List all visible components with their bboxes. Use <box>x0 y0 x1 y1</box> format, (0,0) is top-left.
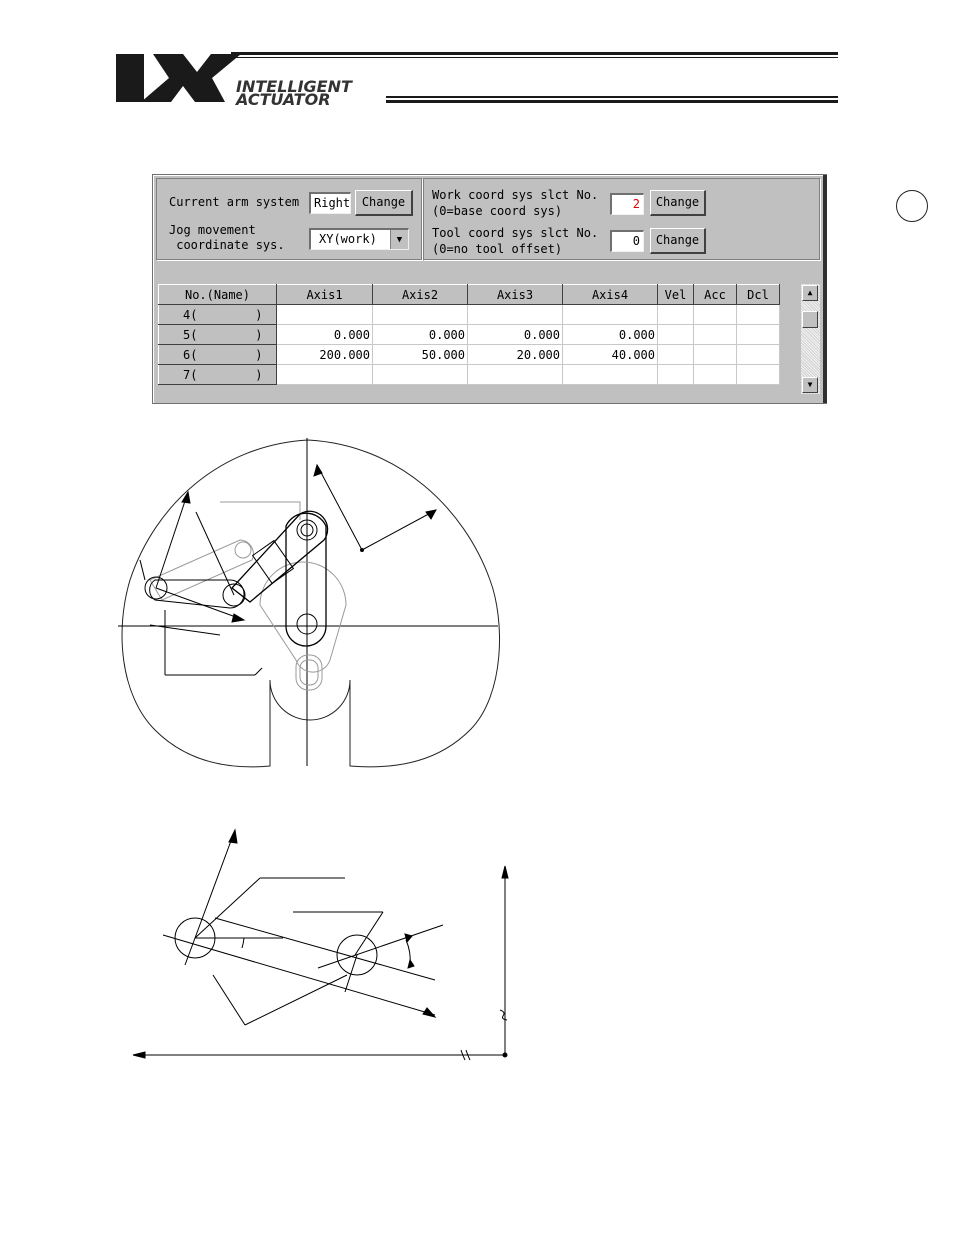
table-cell[interactable] <box>372 304 468 325</box>
table-cell[interactable] <box>657 344 694 365</box>
table-cell[interactable]: 0.000 <box>467 324 563 345</box>
row-header[interactable]: 7( ) <box>158 364 277 385</box>
row-header[interactable]: 5( ) <box>158 324 277 345</box>
tool-coord-change-button[interactable]: Change <box>650 228 706 254</box>
column-header-dcl[interactable]: Dcl <box>736 284 780 305</box>
tool-offset-diagram <box>132 828 509 1061</box>
jog-coordinate-value: XY(work) <box>319 232 377 246</box>
arrow-up-icon[interactable]: ▲ <box>802 285 818 301</box>
work-coord-label: Work coord sys slct No. <box>432 188 599 202</box>
table-cell[interactable] <box>467 304 563 325</box>
table-cell[interactable] <box>693 304 737 325</box>
work-coord-field[interactable]: 2 <box>610 193 644 215</box>
table-cell[interactable]: 200.000 <box>276 344 373 365</box>
column-header-axis4[interactable]: Axis4 <box>562 284 658 305</box>
jog-coordinate-select[interactable]: XY(work) ▼ <box>309 228 409 250</box>
table-cell[interactable] <box>736 364 780 385</box>
table-cell[interactable] <box>276 304 373 325</box>
table-cell[interactable]: 50.000 <box>372 344 468 365</box>
table-cell[interactable]: 40.000 <box>562 344 658 365</box>
column-header-axis2[interactable]: Axis2 <box>372 284 468 305</box>
table-cell[interactable]: 0.000 <box>562 324 658 345</box>
table-row: 7( ) <box>158 364 780 385</box>
column-header-acc[interactable]: Acc <box>693 284 737 305</box>
table-cell[interactable] <box>372 364 468 385</box>
column-header-no[interactable]: No.(Name) <box>158 284 277 305</box>
table-cell[interactable]: 0.000 <box>276 324 373 345</box>
column-header-axis1[interactable]: Axis1 <box>276 284 373 305</box>
table-cell[interactable] <box>736 344 780 365</box>
table-cell[interactable] <box>562 304 658 325</box>
table-row: 4( ) <box>158 304 780 325</box>
brand-name-line1: INTELLIGENT <box>236 77 352 96</box>
intelligent-actuator-logo: INTELLIGENT ACTUATOR <box>116 52 838 109</box>
table-cell[interactable] <box>693 344 737 365</box>
table-scrollbar[interactable]: ▲ ▼ <box>800 284 820 394</box>
row-header[interactable]: 6( ) <box>158 344 277 365</box>
table-row: 6( ) 200.000 50.000 20.000 40.000 <box>158 344 780 365</box>
table-cell[interactable] <box>276 364 373 385</box>
table-cell[interactable]: 20.000 <box>467 344 563 365</box>
table-cell[interactable] <box>562 364 658 385</box>
tool-coord-hint: (0=no tool offset) <box>432 242 563 256</box>
current-arm-system-label: Current arm system <box>169 195 300 209</box>
table-cell[interactable] <box>693 364 737 385</box>
table-cell[interactable] <box>693 324 737 345</box>
brand-name-line2: ACTUATOR <box>236 90 331 109</box>
tool-coord-label: Tool coord sys slct No. <box>432 226 599 240</box>
panel-shadow-edge <box>823 175 827 403</box>
table-cell[interactable] <box>736 304 780 325</box>
chevron-down-icon[interactable]: ▼ <box>390 230 408 249</box>
position-edit-panel: Current arm system Right Change Jog move… <box>152 174 928 404</box>
work-coord-change-button[interactable]: Change <box>650 190 706 216</box>
column-header-vel[interactable]: Vel <box>657 284 694 305</box>
jog-coordinate-label: coordinate sys. <box>169 238 285 252</box>
arm-system-group: Current arm system Right Change Jog move… <box>156 178 422 260</box>
jog-movement-label: Jog movement <box>169 223 256 237</box>
table-cell[interactable] <box>657 324 694 345</box>
table-header-row: No.(Name) Axis1 Axis2 Axis3 Axis4 Vel Ac… <box>158 284 780 305</box>
table-row: 5( ) 0.000 0.000 0.000 0.000 <box>158 324 780 345</box>
scrollbar-thumb[interactable] <box>802 311 818 328</box>
ix-logo-mark <box>116 52 838 103</box>
table-cell[interactable] <box>736 324 780 345</box>
column-header-axis3[interactable]: Axis3 <box>467 284 563 305</box>
row-header[interactable]: 4( ) <box>158 304 277 325</box>
table-cell[interactable] <box>467 364 563 385</box>
table-cell[interactable] <box>657 364 694 385</box>
table-cell[interactable] <box>657 304 694 325</box>
arm-system-change-button[interactable]: Change <box>355 190 413 216</box>
scara-workspace-diagram <box>118 438 501 768</box>
position-table: No.(Name) Axis1 Axis2 Axis3 Axis4 Vel Ac… <box>158 284 780 385</box>
table-cell[interactable]: 0.000 <box>372 324 468 345</box>
tool-coord-field[interactable]: 0 <box>610 230 644 252</box>
coordinate-system-group: Work coord sys slct No. (0=base coord sy… <box>423 178 928 260</box>
arm-system-field[interactable]: Right <box>309 192 351 214</box>
work-coord-hint: (0=base coord sys) <box>432 204 563 218</box>
highlight-circle <box>896 190 928 222</box>
arrow-down-icon[interactable]: ▼ <box>802 377 818 393</box>
